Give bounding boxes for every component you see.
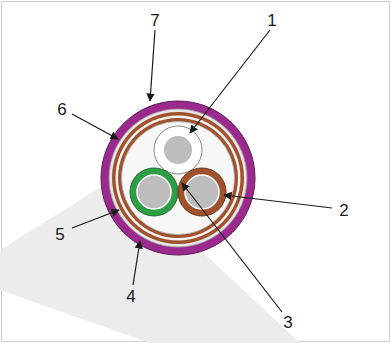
- screen-outer: [112, 112, 244, 244]
- callout-number: 5: [55, 226, 64, 243]
- inner-sheath: [122, 122, 235, 235]
- white-insulation: [154, 126, 202, 174]
- conductor: [137, 175, 171, 209]
- callout-number: 6: [57, 101, 66, 118]
- watermark-band: [0, 175, 300, 343]
- callout-number: 2: [339, 202, 348, 219]
- green-insulation: [130, 168, 178, 216]
- conductor: [185, 175, 219, 209]
- callout-number: 1: [267, 12, 276, 29]
- outer-sheath: [101, 101, 255, 255]
- callout-number: 4: [126, 288, 135, 305]
- leader-lines: [72, 30, 332, 312]
- separator: [109, 109, 247, 247]
- callout-number: 3: [283, 314, 292, 331]
- conductor: [164, 136, 192, 164]
- callout-number: 7: [150, 12, 159, 29]
- screen-inner: [118, 118, 238, 238]
- screen-gap: [116, 116, 241, 241]
